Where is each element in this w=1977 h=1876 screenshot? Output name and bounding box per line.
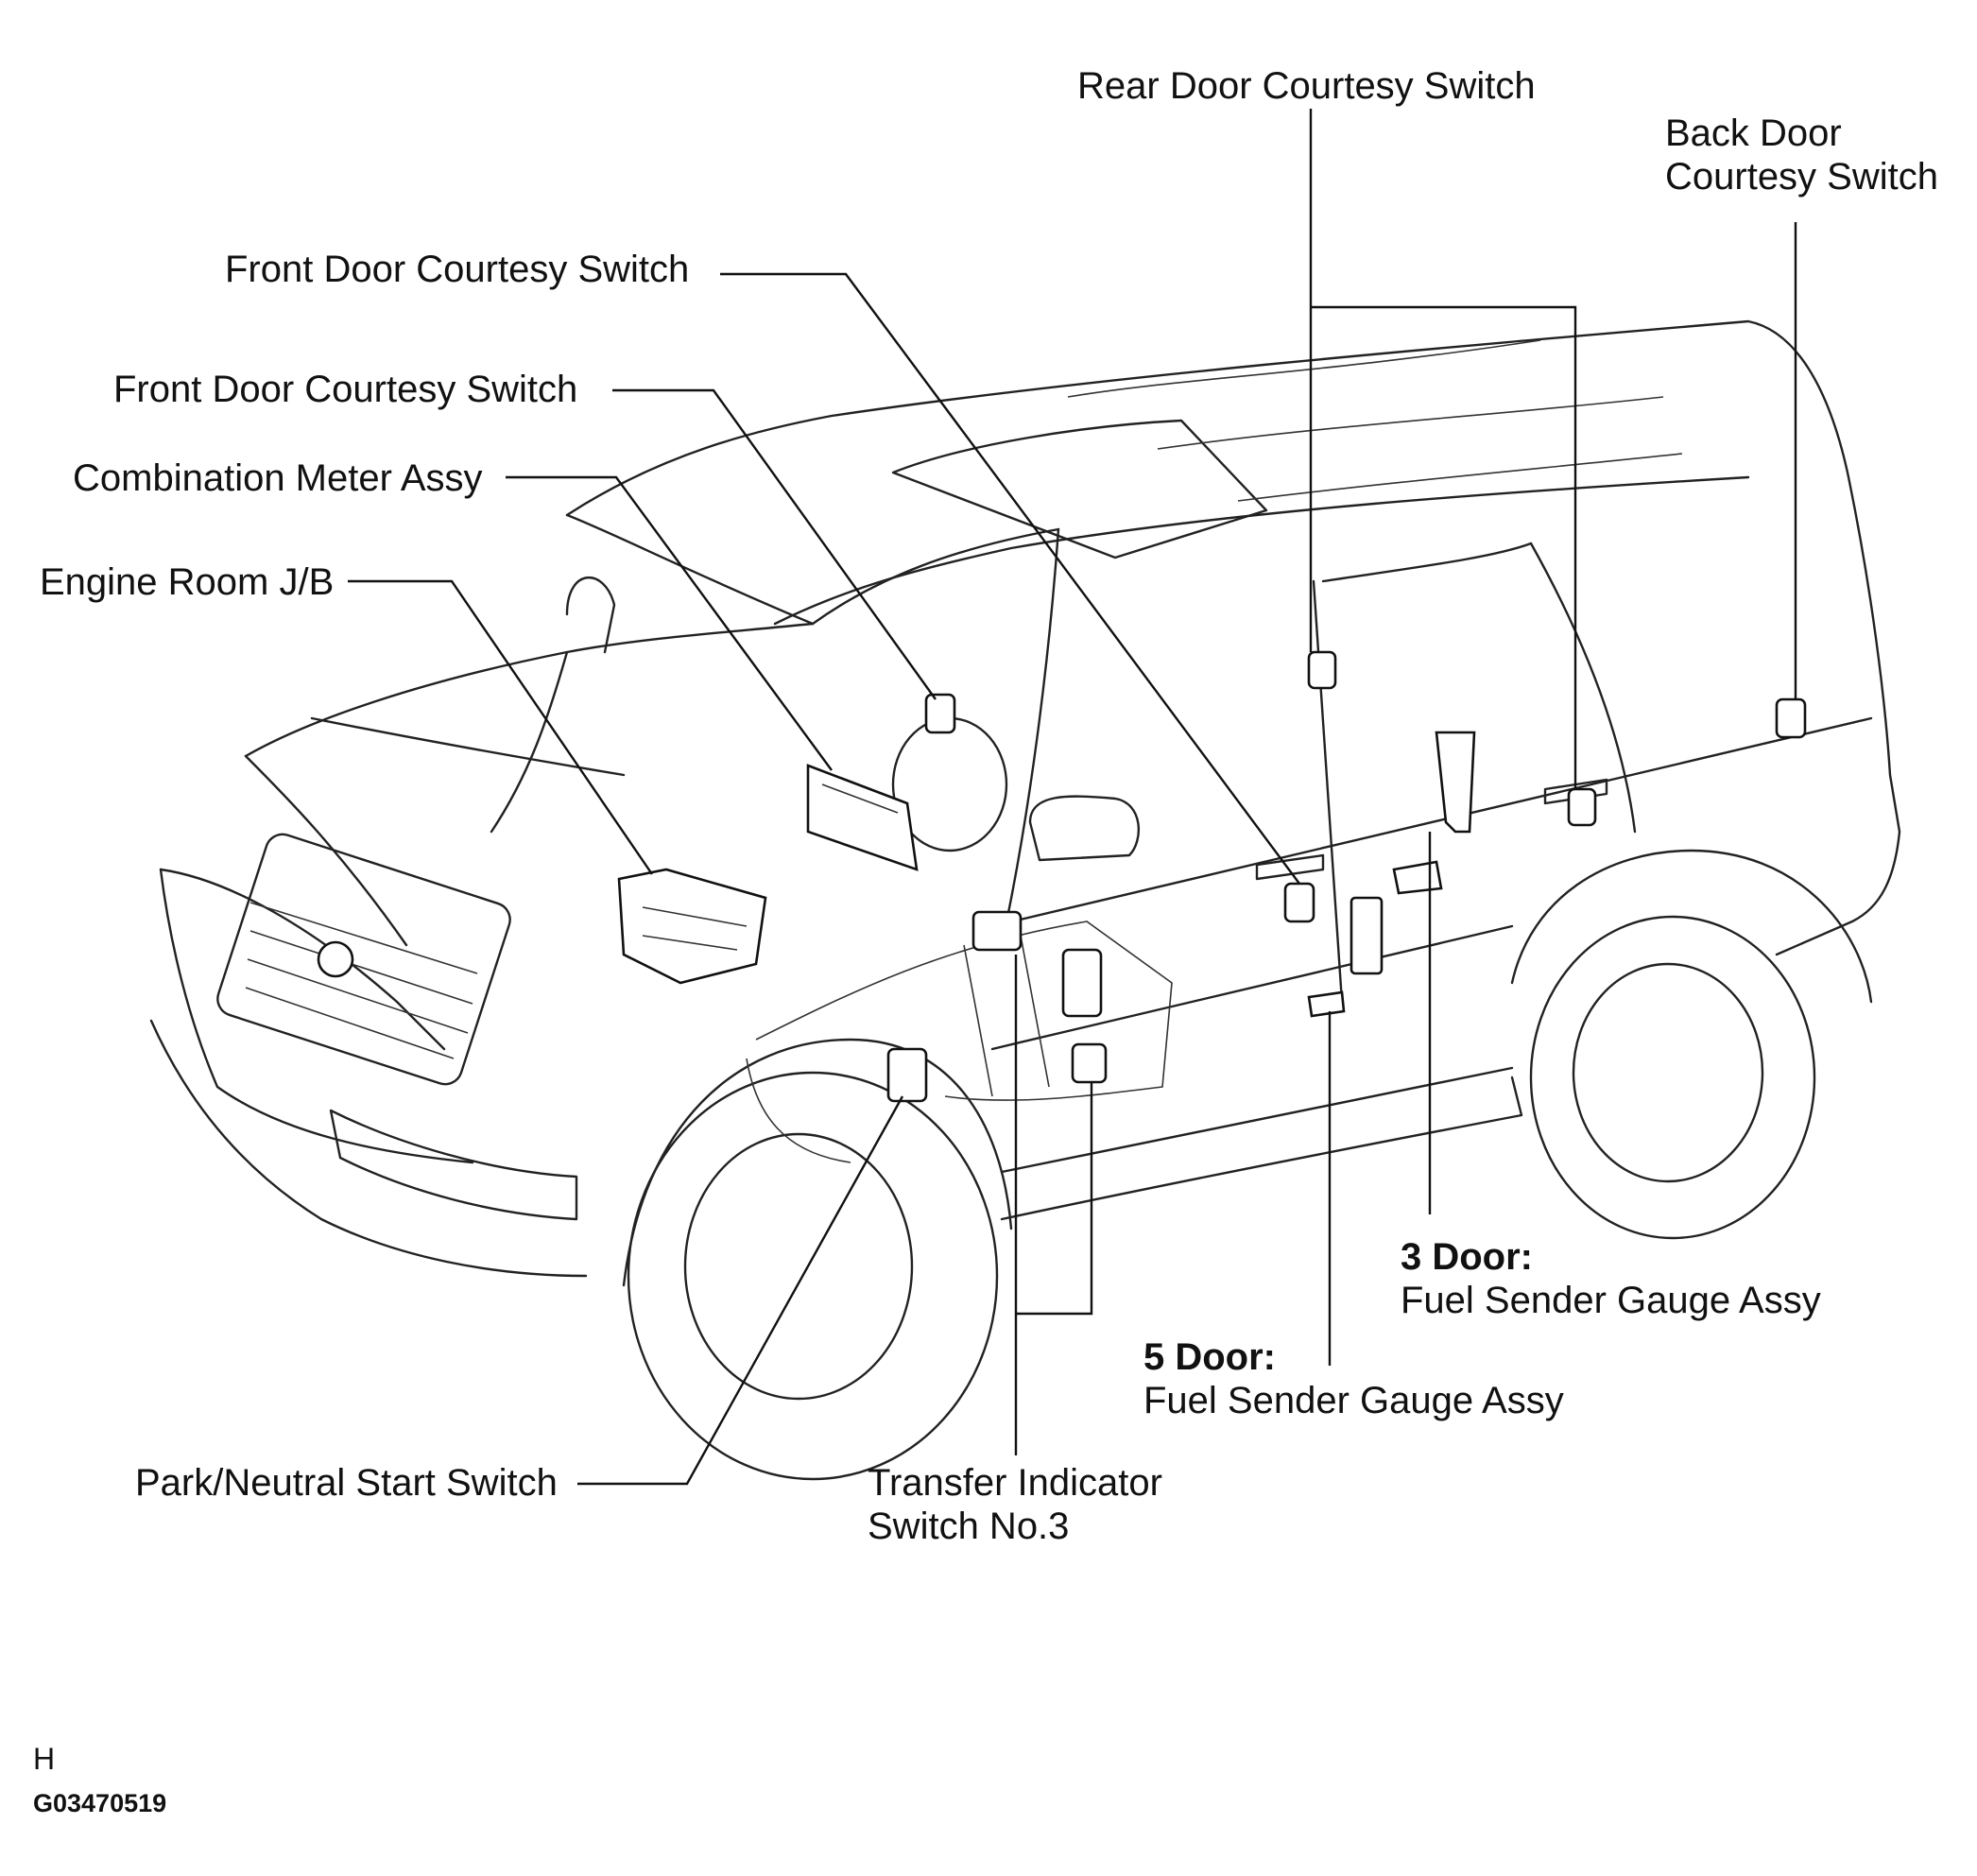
- label-engine-room-jb: Engine Room J/B: [40, 561, 335, 603]
- label-combination-meter-assy: Combination Meter Assy: [73, 457, 483, 499]
- fuel-sender-3door-part: [1392, 731, 1476, 895]
- leader-front-door-switch-2: [612, 388, 937, 700]
- front-door-switch-part: [924, 693, 956, 734]
- front-door-switch-part-2: [1283, 882, 1315, 923]
- label-rear-door-courtesy-switch: Rear Door Courtesy Switch: [1077, 65, 1536, 107]
- label-back-door-courtesy-switch: Back Door Courtesy Switch: [1665, 112, 1938, 198]
- footer-mark: H: [33, 1742, 56, 1776]
- label-3door-name: Fuel Sender Gauge Assy: [1401, 1280, 1821, 1321]
- engine-room-jb-box: [617, 868, 767, 985]
- leader-combination-meter: [506, 475, 833, 771]
- label-fuel-sender-5door: 5 Door: Fuel Sender Gauge Assy: [1143, 1335, 1564, 1422]
- fuel-sender-5door-part: [1307, 896, 1384, 1018]
- label-3door-variant: 3 Door:: [1401, 1236, 1533, 1278]
- combination-meter-box: [806, 764, 919, 871]
- label-back-door-line2: Courtesy Switch: [1665, 156, 1938, 198]
- headlight-part: [317, 940, 354, 978]
- label-back-door-line1: Back Door: [1665, 112, 1842, 154]
- label-transfer-indicator-switch: Transfer Indicator Switch No.3: [868, 1461, 1162, 1548]
- label-transfer-line2: Switch No.3: [868, 1506, 1070, 1547]
- leader-lines: [348, 109, 1797, 1486]
- label-park-neutral-start-switch: Park/Neutral Start Switch: [135, 1462, 558, 1504]
- figure-code: G03470519: [33, 1789, 167, 1817]
- leader-park-neutral-switch: [577, 1095, 904, 1486]
- label-5door-variant: 5 Door:: [1143, 1336, 1276, 1378]
- label-fuel-sender-3door: 3 Door: Fuel Sender Gauge Assy: [1401, 1235, 1821, 1322]
- back-door-switch-part: [1775, 697, 1807, 739]
- vehicle-outline: [149, 319, 1901, 1481]
- rear-door-switch-part: [1307, 650, 1597, 827]
- leader-transfer-indicator-bracket: [1016, 1082, 1093, 1316]
- leader-rear-door-switch-branch: [1311, 305, 1577, 789]
- leader-engine-room-jb: [348, 579, 653, 875]
- label-5door-name: Fuel Sender Gauge Assy: [1143, 1380, 1564, 1421]
- leader-front-door-switch-1: [720, 272, 1300, 885]
- park-neutral-switch-part: [886, 1047, 928, 1103]
- transfer-indicator-switch-part: [971, 910, 1108, 1084]
- label-front-door-courtesy-switch-1: Front Door Courtesy Switch: [225, 249, 690, 290]
- label-front-door-courtesy-switch-2: Front Door Courtesy Switch: [113, 369, 578, 410]
- label-transfer-line1: Transfer Indicator: [868, 1462, 1162, 1504]
